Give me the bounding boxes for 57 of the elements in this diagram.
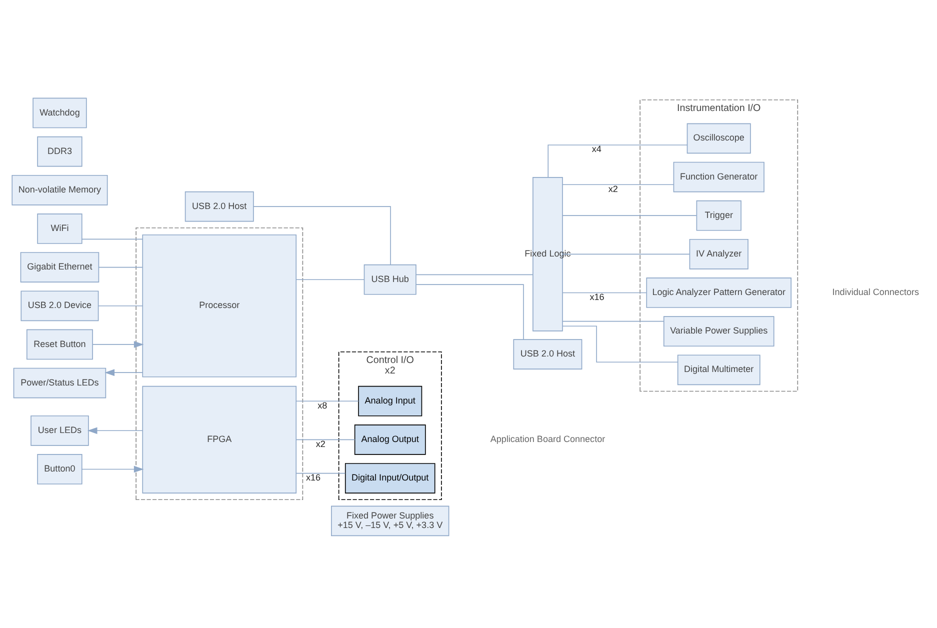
connector — [562, 320, 664, 322]
node-box: Non-volatile Memory — [12, 174, 108, 205]
edge-label: x16 — [306, 472, 321, 482]
node-label: Fixed Logic — [524, 248, 571, 258]
connector — [296, 438, 356, 440]
label: Individual Connectors — [832, 286, 919, 297]
node-label: x2 — [384, 365, 396, 376]
node-box: Button0 — [37, 454, 82, 484]
arrow — [87, 426, 143, 434]
connector — [98, 304, 144, 306]
node-box: USB Hub — [364, 264, 416, 294]
node-box: Processor — [142, 234, 297, 377]
node-box: Gigabit Ethernet — [20, 252, 100, 282]
connector — [562, 292, 647, 293]
node-box: Fixed Power Supplies +15 V, –15 V, +5 V, +3.3 V — [331, 505, 450, 536]
connector — [562, 253, 690, 254]
connector — [98, 266, 143, 268]
edge-label: x2 — [316, 438, 326, 448]
connector — [296, 278, 365, 280]
node-box: USB 2.0 Host — [184, 190, 254, 222]
node-box: Trigger — [696, 200, 742, 230]
node-box: Analog Output — [354, 424, 426, 454]
connector — [416, 274, 534, 275]
node-box: User LEDs — [30, 414, 89, 446]
node-box: FPGA — [142, 385, 297, 493]
arrow — [92, 340, 144, 348]
node-box: Logic Analyzer Pattern Generator — [646, 277, 792, 308]
node-box: Oscilloscope — [686, 122, 751, 154]
node-box: Variable Power Supplies — [663, 316, 774, 346]
node-box: Power/Status LEDs — [13, 367, 106, 398]
connector — [296, 472, 346, 474]
connector — [562, 325, 678, 362]
edge-label: x16 — [590, 291, 604, 302]
edge-label: x2 — [608, 183, 618, 194]
edge-label: x8 — [318, 400, 328, 410]
arrow — [82, 465, 144, 472]
node-box: Function Generator — [673, 161, 764, 192]
node-box: Digital Input/Output — [344, 462, 436, 493]
connector — [296, 400, 359, 402]
label: Application Board Connector — [490, 433, 606, 444]
arrow — [104, 368, 144, 376]
node-box: Watchdog — [32, 97, 87, 128]
edge-label: x4 — [592, 144, 602, 154]
node-box: WiFi — [37, 213, 82, 244]
node-box: IV Analyzer — [689, 238, 748, 269]
node-box: Digital Multimeter — [677, 354, 760, 385]
connector — [548, 144, 688, 178]
node-box: USB 2.0 Host — [513, 338, 582, 369]
node-box: Reset Button — [26, 328, 93, 360]
connector — [416, 284, 524, 340]
connector — [82, 238, 143, 240]
node-box: DDR3 — [37, 136, 82, 166]
connector — [562, 214, 697, 216]
connector — [253, 206, 391, 265]
node-box: USB 2.0 Device — [20, 290, 99, 321]
node-box: Analog Input — [358, 385, 422, 416]
cluster — [136, 227, 304, 500]
